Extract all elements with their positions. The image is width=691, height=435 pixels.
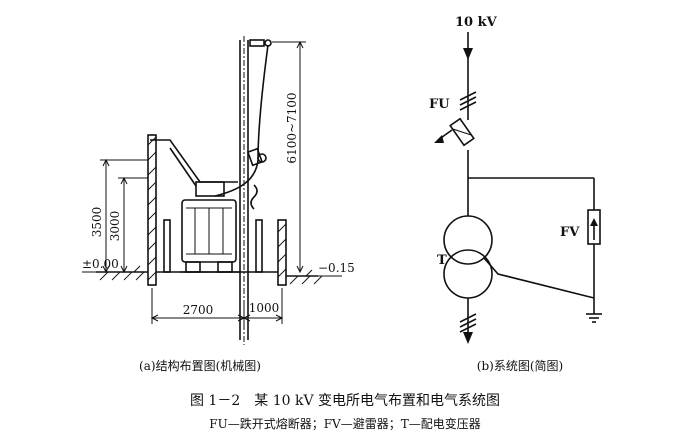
floor-level-label: −0.15 — [318, 261, 355, 275]
arrester-branch — [468, 177, 602, 323]
low-partition-right — [255, 219, 263, 273]
right-wall — [277, 219, 287, 286]
low-partition-left — [163, 219, 171, 273]
neutral-connection — [483, 257, 595, 299]
dimension-pole-height — [272, 40, 306, 274]
ground-level-marker — [82, 265, 141, 273]
dimension-pole-height-label: 6100~7100 — [285, 92, 299, 163]
system-subcaption: (b)系统图(简图) — [477, 359, 563, 373]
incoming-arrow — [463, 48, 473, 60]
dimension-3000-label: 3000 — [108, 211, 122, 242]
ground-level-label: ±0.00 — [82, 257, 119, 271]
dimension-horizontal — [150, 288, 284, 324]
dimension-3000 — [118, 176, 148, 274]
dimension-3500-label: 3500 — [90, 207, 104, 238]
transformer-label: T — [437, 253, 447, 268]
mechanical-subcaption: (a)结构布置图(机械图) — [139, 358, 261, 373]
dimension-1000-label: 1000 — [249, 301, 280, 315]
dropout-fuse-symbol — [434, 117, 475, 216]
mechanical-layout-drawing: 3500 3000 6100~7100 ±0.00 −0.15 — [82, 36, 355, 373]
left-wall — [147, 134, 157, 286]
voltage-label: 10 kV — [455, 15, 498, 30]
roof-bracket — [150, 139, 238, 183]
system-diagram: 10 kV FU — [429, 15, 602, 373]
outgoing-arrow — [463, 332, 473, 344]
ground-lines — [96, 271, 323, 286]
transformer-symbol — [443, 215, 493, 299]
pole-fuse-arrester — [246, 147, 267, 210]
figure-legend: FU—跌开式熔断器；FV—避雷器；T—配电变压器 — [209, 416, 480, 431]
utility-pole — [239, 36, 272, 345]
transformer-equipment — [180, 181, 240, 273]
three-phase-marks-bottom — [459, 313, 477, 333]
fuse-label: FU — [429, 97, 450, 112]
dimension-2700-label: 2700 — [183, 303, 214, 317]
floor-level-marker — [300, 269, 342, 277]
drop-wire — [214, 44, 269, 197]
figure-caption: 图 1－2 某 10 kV 变电所电气布置和电气系统图 — [190, 393, 500, 409]
three-phase-marks-top — [459, 91, 477, 111]
arrester-label: FV — [560, 225, 580, 240]
